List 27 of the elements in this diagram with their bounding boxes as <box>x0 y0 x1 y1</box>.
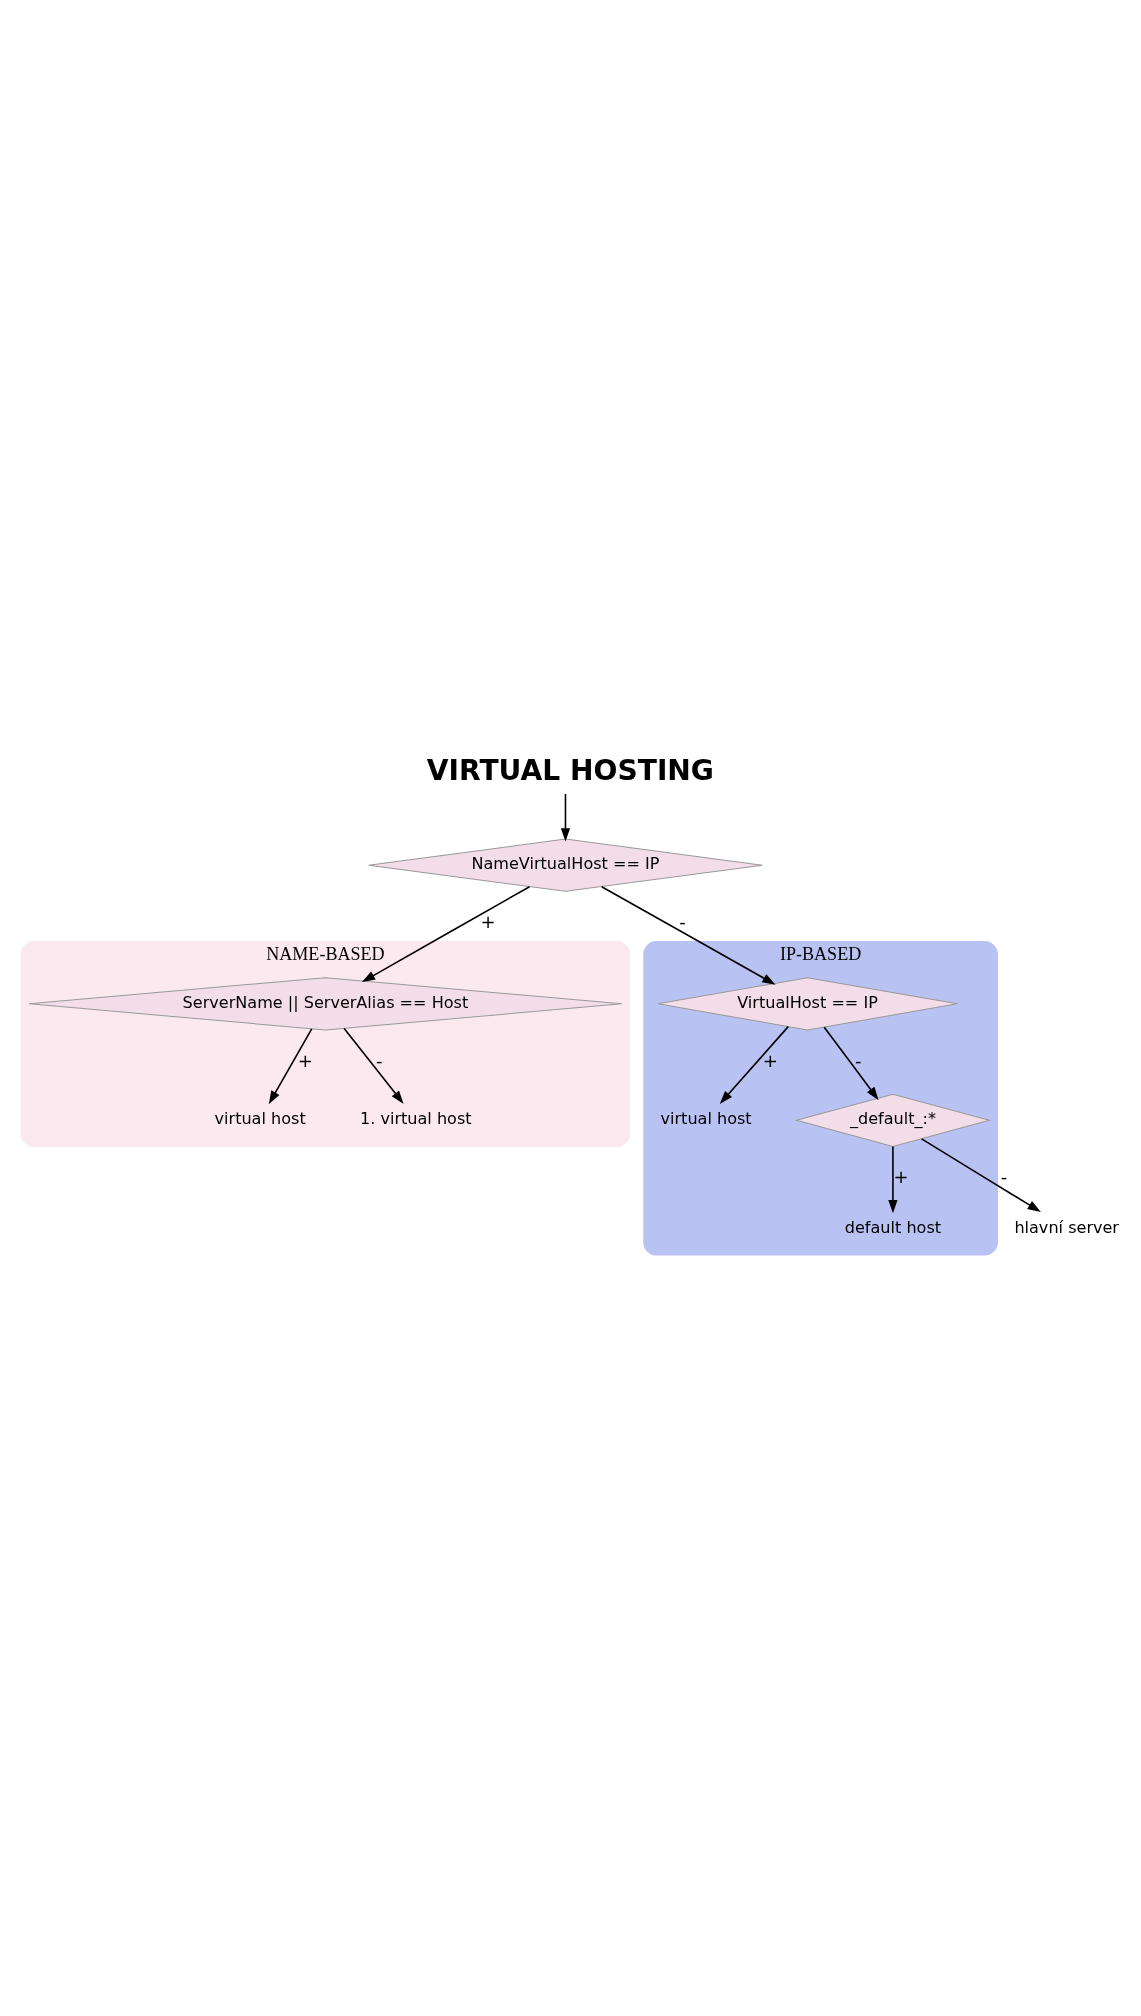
edge-label: + <box>762 1049 778 1071</box>
edge-label: - <box>1000 1165 1008 1187</box>
node-diamond: VirtualHost == IP <box>657 976 958 1030</box>
arrow <box>343 1027 404 1104</box>
node-diamond: _default_:* <box>796 1093 990 1147</box>
arrow <box>719 1025 790 1104</box>
arrow <box>361 885 531 982</box>
edge-label: + <box>297 1049 313 1071</box>
arrow <box>268 1027 313 1104</box>
arrow <box>920 1137 1041 1212</box>
node-text: 1. virtual host <box>360 1108 472 1128</box>
arrow <box>888 1145 898 1213</box>
edge-label: - <box>679 910 686 932</box>
arrow <box>560 792 571 842</box>
arrow <box>600 885 776 985</box>
edge-label: + <box>893 1165 909 1187</box>
node-text: hlavní server <box>1014 1217 1119 1237</box>
arrow <box>823 1025 879 1100</box>
node-text: virtual host <box>660 1108 752 1128</box>
node-diamond: NameVirtualHost == IP <box>368 838 763 892</box>
edge-label: - <box>375 1049 383 1071</box>
diagram-title: VIRTUAL HOSTING <box>426 753 714 787</box>
node-diamond: ServerName || ServerAlias == Host <box>28 976 623 1030</box>
edge-label: - <box>855 1049 862 1071</box>
node-text: default host <box>844 1217 942 1237</box>
node-text: virtual host <box>214 1108 306 1128</box>
edge-label: + <box>480 910 496 932</box>
